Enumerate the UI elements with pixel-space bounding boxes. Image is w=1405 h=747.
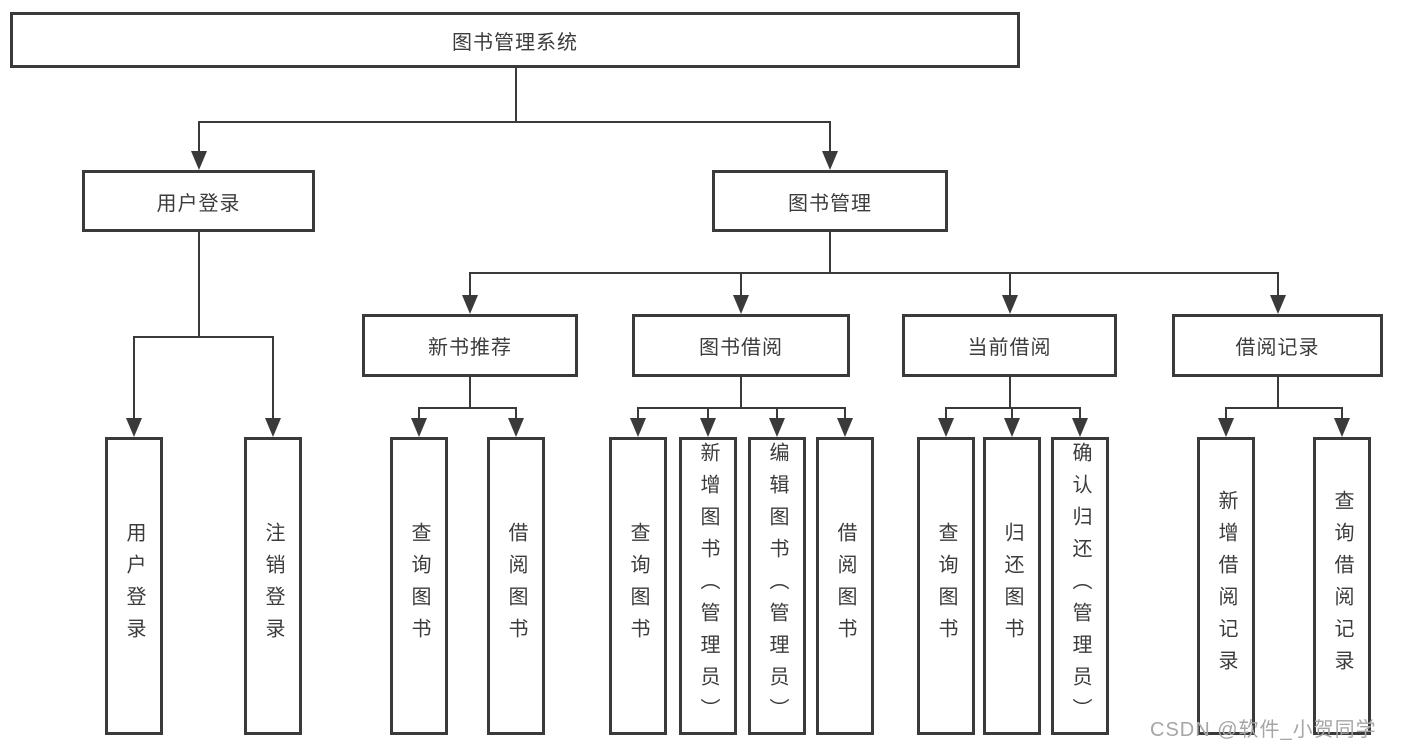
- connector-line: [637, 407, 639, 421]
- node-current-borrowing-label: 当前借阅: [967, 337, 1052, 359]
- connector-line: [707, 407, 709, 421]
- node-leaf-borrow-books-borrowing-label: 借阅图书: [834, 522, 856, 650]
- connector-line: [1009, 272, 1011, 297]
- connector-line: [829, 121, 831, 154]
- node-leaf-query-books-borrowing: 查询图书: [609, 437, 667, 735]
- node-new-book-recommend: 新书推荐: [362, 314, 578, 377]
- node-leaf-edit-book-admin: 编辑图书（管理员）: [748, 437, 806, 735]
- connector-line: [133, 336, 135, 420]
- connector-line: [740, 377, 742, 408]
- node-leaf-query-books-current-label: 查询图书: [935, 522, 957, 650]
- connector-line: [469, 377, 471, 408]
- node-leaf-edit-book-admin-label: 编辑图书（管理员）: [766, 442, 788, 730]
- connector-line: [418, 407, 420, 421]
- node-leaf-return-books: 归还图书: [983, 437, 1041, 735]
- node-leaf-return-books-label: 归还图书: [1001, 522, 1023, 650]
- watermark: CSDN @软件_小贺同学: [1150, 719, 1377, 741]
- node-leaf-confirm-return-admin-label: 确认归还（管理员）: [1069, 442, 1091, 730]
- connector-line: [1277, 377, 1279, 408]
- node-leaf-user-login: 用户登录: [105, 437, 163, 735]
- arrow-down-icon: [733, 295, 749, 314]
- connector-line: [272, 336, 274, 420]
- connector-line: [515, 68, 517, 122]
- node-leaf-borrow-books-borrowing: 借阅图书: [816, 437, 874, 735]
- node-book-borrowing: 图书借阅: [632, 314, 850, 377]
- connector-line: [637, 407, 846, 409]
- arrow-down-icon: [938, 418, 954, 437]
- connector-line: [198, 232, 200, 338]
- connector-line: [740, 272, 742, 297]
- node-leaf-query-books-recommend-label: 查询图书: [408, 522, 430, 650]
- arrow-down-icon: [630, 418, 646, 437]
- arrow-down-icon: [1072, 418, 1088, 437]
- connector-line: [945, 407, 1081, 409]
- connector-line: [198, 121, 831, 123]
- arrow-down-icon: [462, 295, 478, 314]
- connector-line: [418, 407, 517, 409]
- connector-line: [1225, 407, 1343, 409]
- node-leaf-query-borrow-record: 查询借阅记录: [1313, 437, 1371, 735]
- node-book-borrowing-label: 图书借阅: [699, 337, 783, 359]
- connector-line: [776, 407, 778, 421]
- connector-line: [829, 232, 831, 274]
- node-new-book-recommend-label: 新书推荐: [428, 337, 512, 359]
- arrow-down-icon: [265, 418, 281, 437]
- arrow-down-icon: [837, 418, 853, 437]
- node-leaf-query-books-current: 查询图书: [917, 437, 975, 735]
- connector-line: [844, 407, 846, 421]
- connector-line: [469, 272, 471, 297]
- node-leaf-query-books-recommend: 查询图书: [390, 437, 448, 735]
- arrow-down-icon: [1002, 295, 1018, 314]
- node-leaf-add-book-admin-label: 新增图书（管理员）: [697, 442, 719, 730]
- connector-line: [515, 407, 517, 421]
- arrow-down-icon: [822, 151, 838, 170]
- node-root-label: 图书管理系统: [452, 31, 578, 54]
- node-leaf-borrow-books-recommend-label: 借阅图书: [505, 522, 527, 650]
- connector-line: [945, 407, 947, 421]
- node-leaf-user-login-label: 用户登录: [123, 522, 145, 650]
- node-leaf-logout: 注销登录: [244, 437, 302, 735]
- connector-line: [1009, 377, 1011, 408]
- connector-line: [469, 272, 1279, 274]
- node-borrowing-records-label: 借阅记录: [1235, 337, 1320, 359]
- connector-line: [1225, 407, 1227, 421]
- arrow-down-icon: [1218, 418, 1234, 437]
- node-leaf-add-book-admin: 新增图书（管理员）: [679, 437, 737, 735]
- arrow-down-icon: [769, 418, 785, 437]
- node-leaf-add-borrow-record-label: 新增借阅记录: [1215, 490, 1237, 682]
- node-leaf-confirm-return-admin: 确认归还（管理员）: [1051, 437, 1109, 735]
- node-book-management-label: 图书管理: [788, 192, 872, 215]
- connector-line: [1341, 407, 1343, 421]
- node-leaf-add-borrow-record: 新增借阅记录: [1197, 437, 1255, 735]
- node-leaf-query-books-borrowing-label: 查询图书: [627, 522, 649, 650]
- arrow-down-icon: [191, 151, 207, 170]
- arrow-down-icon: [508, 418, 524, 437]
- connector-line: [1079, 407, 1081, 421]
- arrow-down-icon: [411, 418, 427, 437]
- connector-line: [133, 336, 274, 338]
- arrow-down-icon: [700, 418, 716, 437]
- connector-line: [198, 121, 200, 154]
- connector-line: [1277, 272, 1279, 297]
- connector-line: [1011, 407, 1013, 421]
- node-current-borrowing: 当前借阅: [902, 314, 1117, 377]
- arrow-down-icon: [1334, 418, 1350, 437]
- node-borrowing-records: 借阅记录: [1172, 314, 1383, 377]
- node-leaf-borrow-books-recommend: 借阅图书: [487, 437, 545, 735]
- node-leaf-logout-label: 注销登录: [262, 522, 284, 650]
- arrow-down-icon: [1270, 295, 1286, 314]
- node-user-login: 用户登录: [82, 170, 315, 232]
- node-user-login-label: 用户登录: [156, 192, 241, 215]
- arrow-down-icon: [1004, 418, 1020, 437]
- node-leaf-query-borrow-record-label: 查询借阅记录: [1331, 490, 1353, 682]
- arrow-down-icon: [126, 418, 142, 437]
- node-book-management: 图书管理: [712, 170, 948, 232]
- node-root: 图书管理系统: [10, 12, 1020, 68]
